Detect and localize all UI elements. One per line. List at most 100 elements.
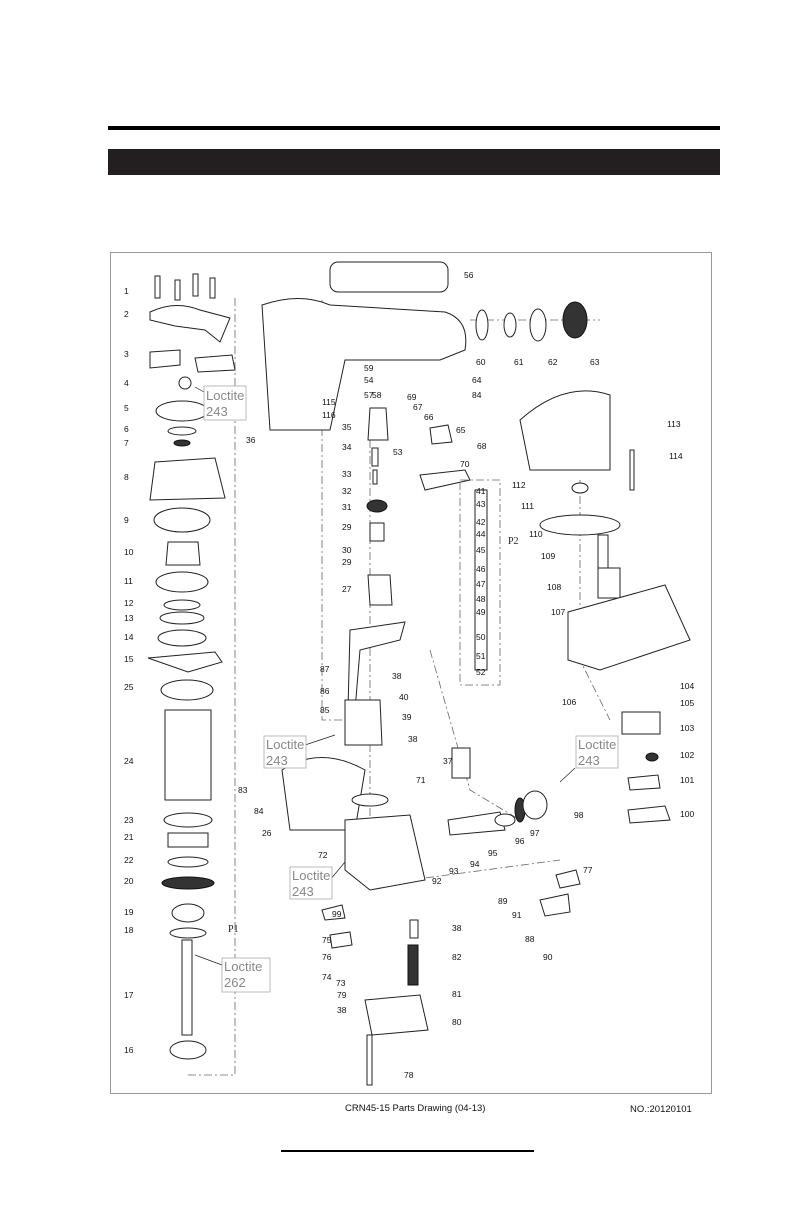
assembly-line <box>409 859 561 881</box>
post-part-82 <box>409 919 419 939</box>
part-number-label: 24 <box>124 756 134 766</box>
drawing-frame <box>110 252 712 1094</box>
loctite-callout: Loctite 243 <box>263 734 336 769</box>
loctite-text: 243 <box>206 404 228 419</box>
loctite-text: Loctite <box>292 868 330 883</box>
part-number-label: 61 <box>514 357 524 367</box>
part-number-label: 44 <box>476 529 486 539</box>
part-number-label: 108 <box>547 582 561 592</box>
p2-stack-parts <box>474 489 488 671</box>
part-number-label: 51 <box>476 651 486 661</box>
cap-part-98 <box>522 790 548 820</box>
part-number-label: 32 <box>342 486 352 496</box>
part-number-label: 116 <box>322 410 336 420</box>
part-number-label: 40 <box>399 692 409 702</box>
part-number-label: 100 <box>680 809 694 819</box>
part-number-label: 68 <box>477 441 487 451</box>
part-number-label: 96 <box>515 836 525 846</box>
part-number-label: 25 <box>124 682 134 692</box>
part-number-label: 45 <box>476 545 486 555</box>
part-number-label: 9 <box>124 515 129 525</box>
o-ring-part-22 <box>167 856 209 868</box>
part-number-label: 6 <box>124 424 129 434</box>
part-number-label: 3 <box>124 349 129 359</box>
part-number-label: 35 <box>342 422 352 432</box>
part-number-label: 90 <box>543 952 553 962</box>
latch-part-101 <box>627 774 661 791</box>
part-number-label: 58 <box>372 390 382 400</box>
loctite-text: 243 <box>266 753 288 768</box>
part-number-label: 1 <box>124 286 129 296</box>
part-number-label: 52 <box>476 667 486 677</box>
ring-part-11 <box>155 571 209 593</box>
grip-part-3 <box>149 349 236 373</box>
part-number-label: 22 <box>124 855 134 865</box>
loctite-callout: Loctite 262 <box>194 954 271 993</box>
part-number-label: 23 <box>124 815 134 825</box>
loctite-text: Loctite <box>224 959 262 974</box>
part-number-label: 67 <box>413 402 423 412</box>
arm-part-76 <box>329 931 353 949</box>
part-number-label: 80 <box>452 1017 462 1027</box>
ring-part-14 <box>157 629 207 647</box>
gear-part-31 <box>366 499 388 513</box>
nose-part-92 <box>344 814 426 891</box>
loctite-text: Loctite <box>578 737 616 752</box>
part-number-label: 73 <box>336 978 346 988</box>
part-number-label: 112 <box>512 480 526 490</box>
group-label-p2: P2 <box>508 536 519 547</box>
part-number-label: 57 <box>364 390 374 400</box>
cylinder-part-24 <box>164 709 212 801</box>
assembly-line <box>429 649 521 821</box>
part-number-label: 63 <box>590 357 600 367</box>
part-number-label: 18 <box>124 925 134 935</box>
assembly-line <box>185 298 236 1076</box>
part-number-label: 106 <box>562 697 576 707</box>
part-number-label: 5 <box>124 403 129 413</box>
o-ring-part-18 <box>169 927 207 939</box>
part-number-label: 115 <box>322 397 336 407</box>
cylinder-cap-part-8 <box>149 457 226 501</box>
ring-part-60 <box>475 309 489 341</box>
part-number-label: 8 <box>124 472 129 482</box>
plate-part-100 <box>627 805 671 824</box>
loctite-text: 243 <box>292 884 314 899</box>
part-number-label: 76 <box>322 952 332 962</box>
part-number-label: 82 <box>452 952 462 962</box>
spring-part-102 <box>645 752 659 762</box>
part-number-label: 62 <box>548 357 558 367</box>
header-rule <box>108 126 720 130</box>
bracket-part-87 <box>347 621 406 711</box>
lever-part-70 <box>419 469 471 491</box>
part-number-label: 66 <box>424 412 434 422</box>
feed-part-75 <box>321 904 346 921</box>
part-number-label: 69 <box>407 392 417 402</box>
ring-part-20 <box>161 876 215 890</box>
part-number-label: 71 <box>416 775 426 785</box>
cover-part-112 <box>519 390 611 471</box>
piston-part-19 <box>171 903 205 923</box>
part-number-label: 38 <box>392 671 402 681</box>
part-number-label: 81 <box>452 989 462 999</box>
filter-part-56 <box>329 261 449 293</box>
part-number-label: 94 <box>470 859 480 869</box>
part-number-label: 109 <box>541 551 555 561</box>
part-number-label: 29 <box>342 557 352 567</box>
loctite-callout: Loctite 243 <box>194 385 247 421</box>
part-number-label: 17 <box>124 990 134 1000</box>
sleeve-part-29 <box>369 522 385 542</box>
part-number-label: 103 <box>680 723 694 733</box>
part-number-label: 50 <box>476 632 486 642</box>
part-number-label: 95 <box>488 848 498 858</box>
part-number-label: 102 <box>680 750 694 760</box>
drawing-caption: CRN45-15 Parts Drawing (04-13) <box>345 1103 486 1114</box>
part-number-label: 54 <box>364 375 374 385</box>
part-number-label: 84 <box>254 806 264 816</box>
part-number-label: 7 <box>124 438 129 448</box>
part-number-label: 48 <box>476 594 486 604</box>
part-number-label: 101 <box>680 775 694 785</box>
part-number-label: 46 <box>476 564 486 574</box>
door-part-78 <box>364 994 429 1036</box>
spring-part-96 <box>494 813 516 827</box>
